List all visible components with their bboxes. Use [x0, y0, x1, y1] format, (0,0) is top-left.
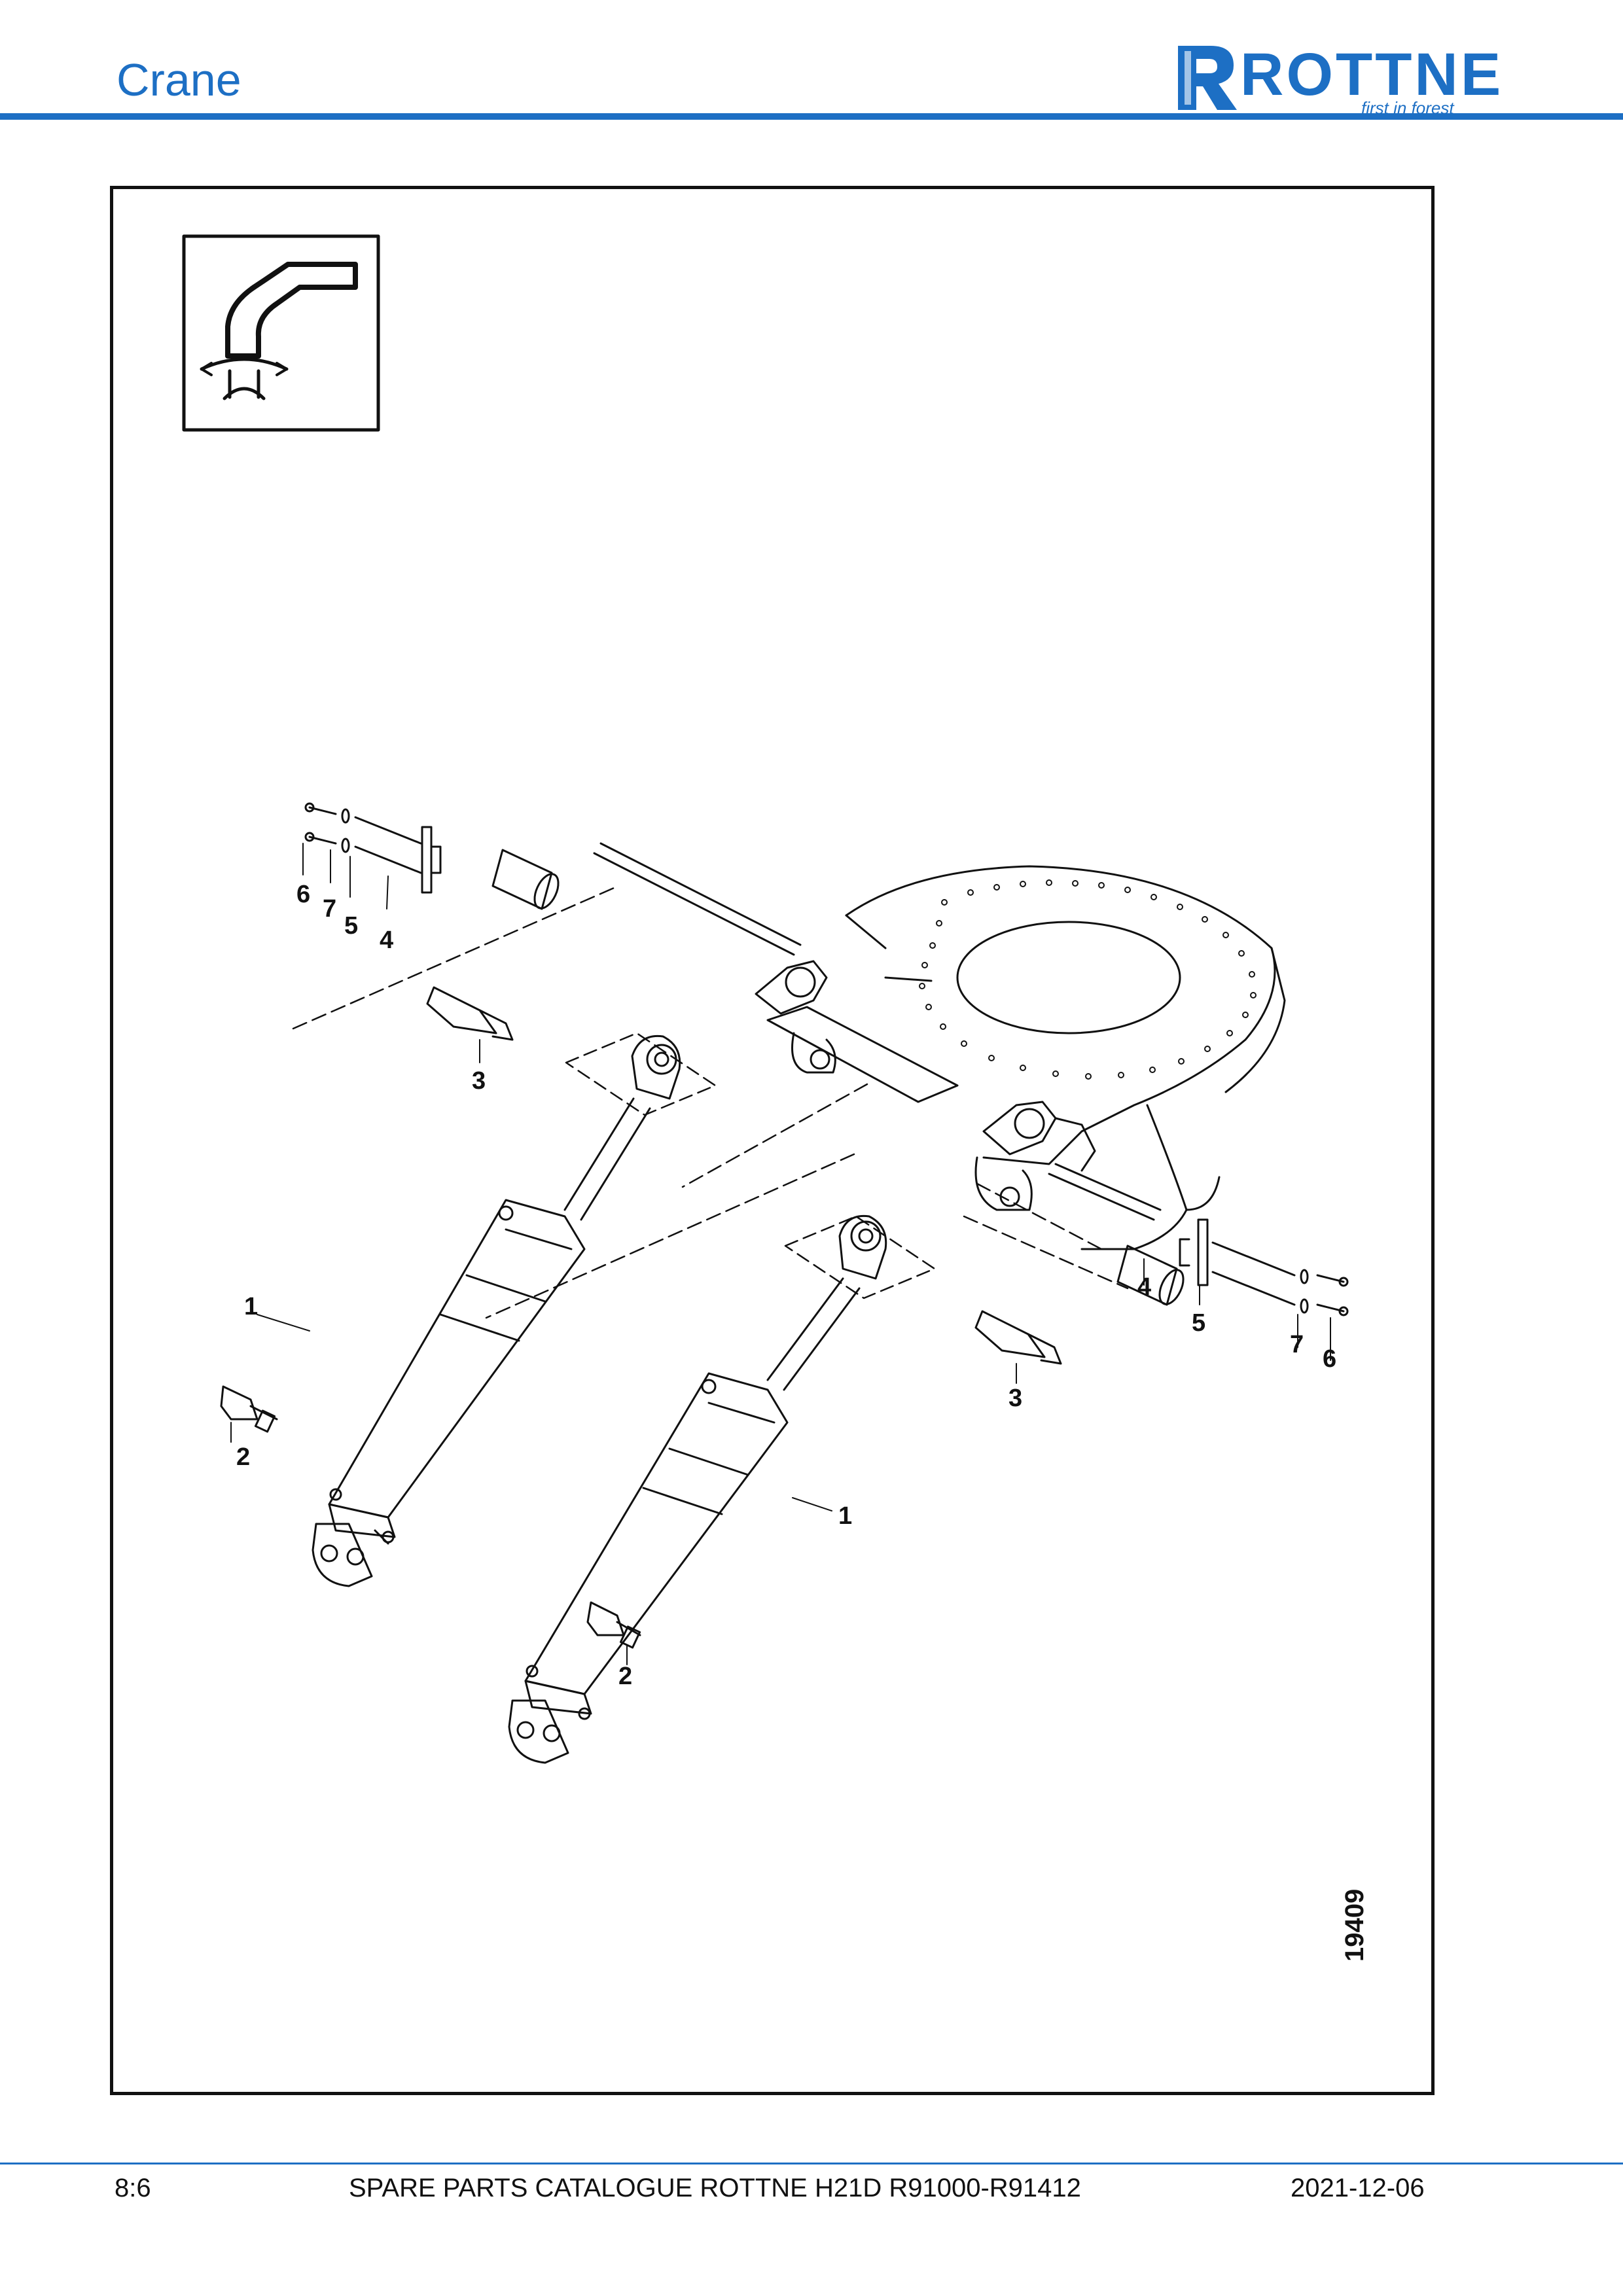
logo-brand: ROTTNE	[1240, 41, 1503, 108]
slewing-base	[845, 865, 1286, 1250]
callout-1-right: 1	[838, 1502, 852, 1530]
callout-2-left: 2	[236, 1443, 250, 1471]
callout-1-left: 1	[244, 1293, 258, 1320]
callout-labels: 6 7 5 4 3 1 2 1 2 3 4 5 7 6	[236, 881, 1336, 1690]
cylinder-bracket-upper	[755, 960, 959, 1103]
pin-shaft-lower	[1048, 1163, 1162, 1221]
catalogue-date: 2021-12-06	[1291, 2174, 1425, 2202]
logo-mark-icon	[1178, 46, 1237, 110]
callout-3-left: 3	[472, 1067, 486, 1095]
hydraulic-cylinder-left	[312, 1034, 681, 1587]
callout-5-lower: 5	[1192, 1309, 1205, 1337]
bolts-6-upper	[304, 802, 422, 874]
fitting-2-right	[586, 1601, 641, 1649]
cylinder-bracket-lower	[974, 1101, 1096, 1211]
pin-shaft-upper	[593, 842, 802, 956]
page-number: 8:6	[115, 2174, 151, 2202]
pin-3-left	[426, 986, 514, 1041]
page-title: Crane	[116, 54, 241, 105]
exploded-parts-diagram: 6 7 5 4 3 1 2 1 2 3 4 5 7 6	[182, 234, 1349, 1764]
callout-2-right: 2	[618, 1663, 632, 1690]
catalogue-title: SPARE PARTS CATALOGUE ROTTNE H21D R91000…	[349, 2174, 1081, 2202]
crane-slewing-icon	[182, 234, 380, 432]
callout-5-upper: 5	[344, 912, 358, 940]
hydraulic-cylinder-right	[508, 1214, 887, 1764]
pin-3-right	[974, 1310, 1062, 1365]
callout-6-lower: 6	[1323, 1345, 1336, 1373]
bushing-4-lower	[1116, 1245, 1185, 1306]
alignment-guides	[565, 1032, 936, 1299]
header-rule	[0, 113, 1623, 120]
figure-number: 19409	[1340, 1888, 1369, 1962]
callout-3-right: 3	[1008, 1385, 1022, 1412]
bushing-4-upper	[491, 849, 560, 910]
slewing-base-bolt-holes	[919, 879, 1257, 1080]
callout-7-upper: 7	[323, 895, 336, 923]
diagram-frame: 6 7 5 4 3 1 2 1 2 3 4 5 7 6	[110, 186, 1435, 2095]
callout-4-lower: 4	[1137, 1273, 1151, 1301]
callout-4-upper: 4	[380, 927, 393, 954]
lock-plate-5-lower	[1179, 1218, 1209, 1286]
bolts-6-lower	[1211, 1241, 1349, 1316]
rottne-logo: ROTTNE first in forest	[1178, 41, 1503, 118]
callout-7-lower: 7	[1290, 1331, 1304, 1358]
footer-rule	[0, 2163, 1623, 2164]
callout-6-upper: 6	[296, 881, 310, 908]
fitting-2-left	[220, 1385, 278, 1433]
callout-leaders	[230, 843, 1331, 1665]
assembly-lines	[292, 885, 1129, 1319]
lock-plate-5-upper	[421, 826, 442, 894]
